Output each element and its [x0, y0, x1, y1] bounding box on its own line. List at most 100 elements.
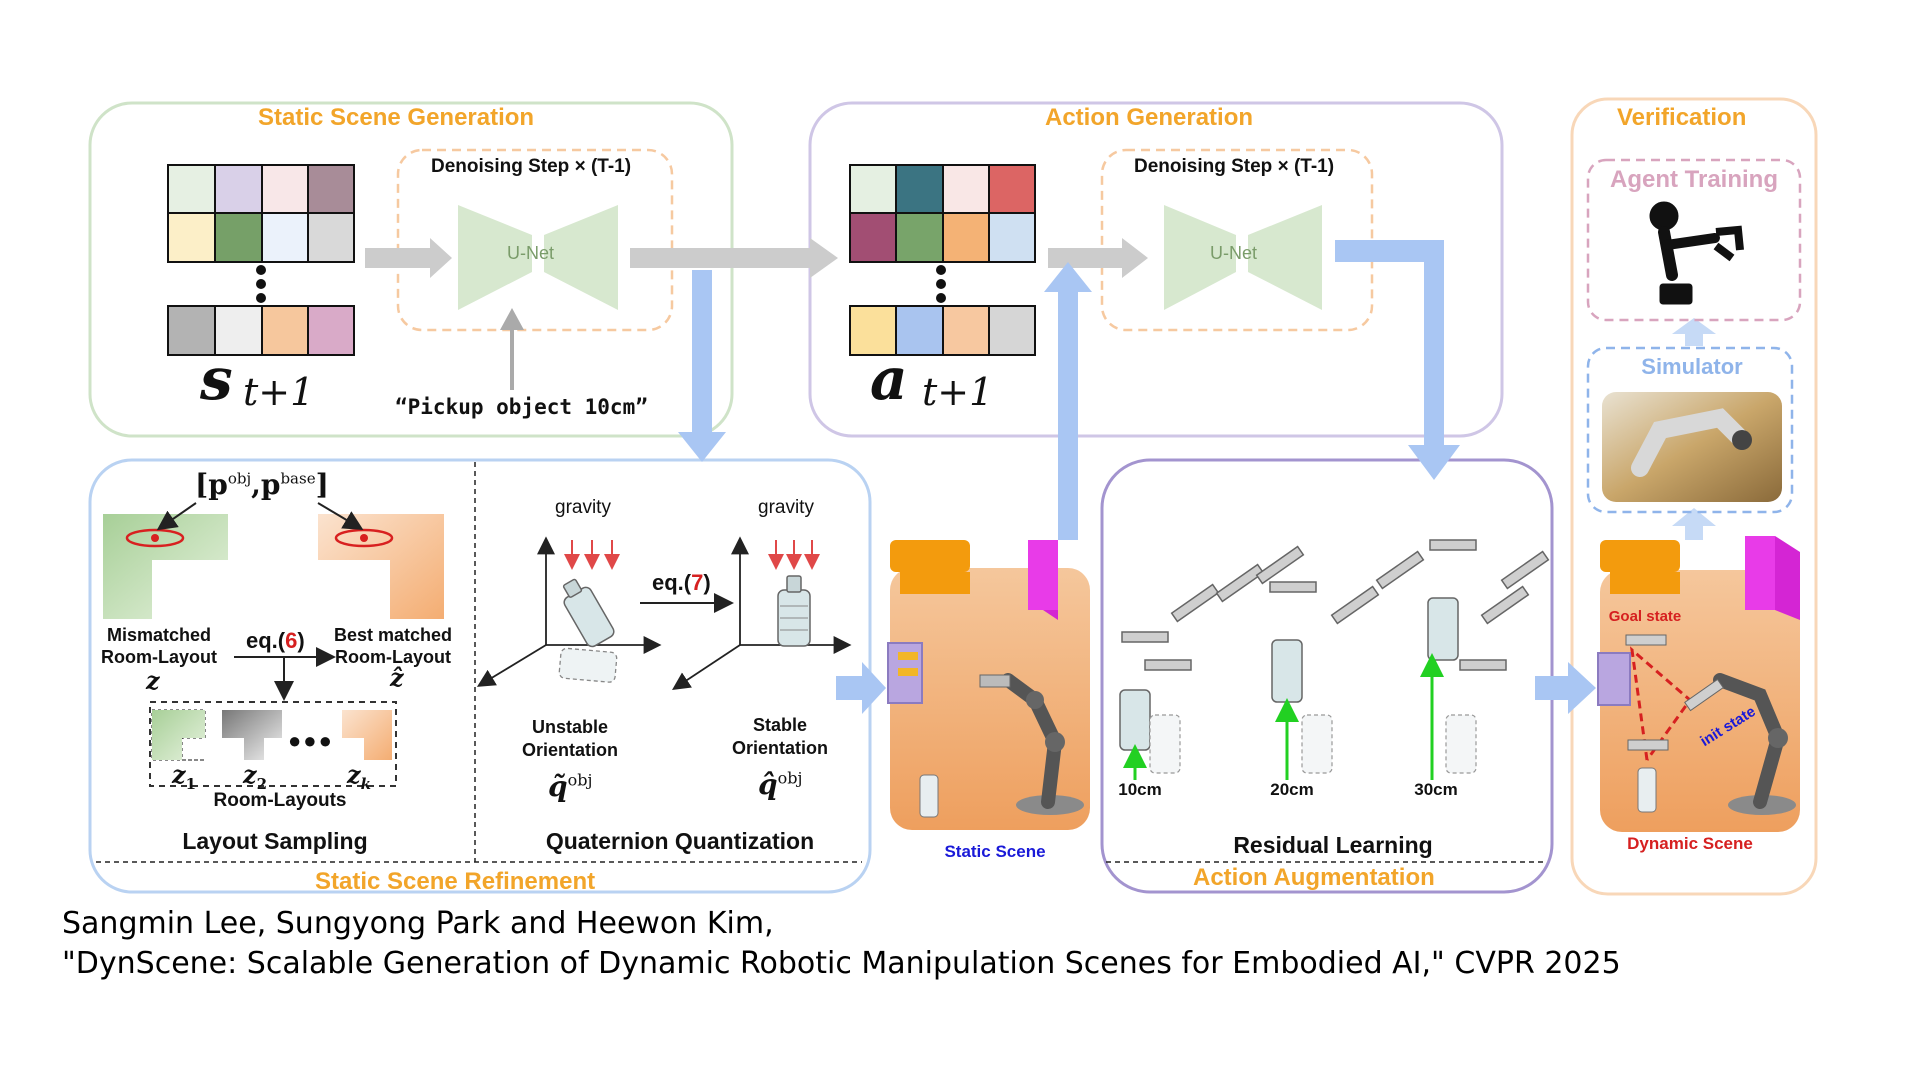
offset-20-label: 20cm: [1270, 780, 1314, 799]
zk-base: z: [347, 760, 361, 789]
action-symbol: a: [870, 345, 908, 413]
axes-unstable: [476, 536, 662, 687]
blue-arrow-down-refine: [678, 270, 726, 462]
eq7-prefix: eq.(: [652, 570, 692, 595]
gravity-arrows-2: [768, 540, 820, 570]
eq6-label: eq.(6): [246, 628, 305, 653]
p-vector-label: [pobj,pbase]: [195, 468, 329, 501]
blue-arrow-sim-up: [1672, 508, 1716, 540]
action-token-grid: [849, 164, 1036, 356]
q-tilde-sup: obj: [567, 770, 593, 790]
eq7-number: 7: [691, 570, 704, 595]
blue-arrow-up-action: [1044, 262, 1092, 540]
best-label: Best matched Room-Layout: [333, 625, 453, 667]
axes-stable: [671, 536, 852, 690]
state-symbol: s: [200, 345, 233, 413]
agent-training-label: Agent Training: [1610, 166, 1778, 193]
mismatch-label: Mismatched Room-Layout: [101, 625, 217, 667]
p-base-sup: base: [280, 469, 316, 488]
zk-sub: k: [360, 774, 372, 793]
z2-sub: 2: [256, 774, 268, 793]
room-layout-mismatch-fill: [103, 514, 228, 619]
agent-training-box: [1586, 158, 1802, 322]
action-unet-label: U-Net: [1210, 243, 1258, 263]
simulator-label: Simulator: [1641, 354, 1743, 379]
z1-symbol: z1: [172, 760, 196, 793]
simulator-photo: [1602, 392, 1782, 502]
action-gen-box: [808, 101, 1504, 438]
z2-base: z: [243, 760, 257, 789]
bottle-upright: [777, 575, 811, 647]
gravity-label-2: gravity: [758, 497, 814, 518]
simulator-box: [1586, 346, 1794, 514]
caption-authors: Sangmin Lee, Sungyong Park and Heewon Ki…: [62, 906, 774, 941]
offset-30-label: 30cm: [1414, 780, 1458, 799]
gray-arrow-1: [365, 238, 452, 278]
static-scene-image: [887, 540, 1090, 830]
p-obj-sup: obj: [227, 469, 252, 488]
state-subscript: t+1: [243, 370, 315, 414]
static-unet-label: U-Net: [507, 243, 555, 263]
bottle-fallen: [558, 647, 618, 683]
eq7-label: eq.(7): [652, 570, 711, 595]
residual-bottles: [1119, 597, 1477, 774]
gravity-label-1: gravity: [555, 497, 611, 518]
residual-title: Residual Learning: [1233, 832, 1433, 858]
z1-sub: 1: [185, 774, 197, 793]
dynamic-scene-image: [1597, 536, 1800, 832]
verification-box: [1570, 97, 1818, 896]
goal-state-label: Goal state: [1608, 608, 1682, 625]
blue-arrow-bend-aug: [1335, 240, 1460, 480]
static-scene-label: Static Scene: [944, 842, 1046, 861]
target-marker-best: [334, 528, 394, 548]
room-layout-best: [318, 514, 444, 619]
eq6-number: 6: [285, 628, 298, 653]
offset-10-label: 10cm: [1118, 780, 1162, 799]
z2-symbol: z2: [243, 760, 267, 793]
gray-arrow-2: [630, 238, 838, 278]
q-hat-sup: obj: [777, 768, 803, 788]
action-denoise-label: Denoising Step × (T-1): [1134, 156, 1335, 177]
static-denoise-label: Denoising Step × (T-1): [431, 156, 632, 177]
static-denoise-box: [396, 148, 674, 332]
z1-base: z: [172, 760, 186, 789]
blue-arrow-agent-up: [1672, 318, 1716, 346]
static-refine-title: Static Scene Refinement: [315, 868, 596, 895]
sampled-layouts-box: [149, 701, 397, 787]
gray-arrow-3: [1048, 238, 1148, 278]
target-marker-mismatch: [125, 528, 185, 548]
action-unet-shape: [1164, 205, 1322, 310]
quaternion-title: Quaternion Quantization: [545, 828, 815, 854]
static-gen-box: [88, 101, 734, 438]
bottle-tilted: [562, 578, 615, 648]
static-unet-shape: [458, 205, 618, 310]
augmentation-box: [1100, 458, 1554, 894]
gray-prompt-arrow: [500, 308, 524, 390]
zhat-symbol: ẑ: [390, 663, 404, 692]
state-token-grid: [167, 164, 355, 356]
action-subscript: t+1: [922, 370, 994, 414]
layout-sampling-title: Layout Sampling: [182, 828, 368, 854]
caption-title: "DynScene: Scalable Generation of Dynami…: [62, 946, 1621, 981]
q-tilde-base: q̃: [548, 770, 568, 803]
static-gen-title: Static Scene Generation: [258, 104, 535, 131]
layout-ellipsis: ●●●: [288, 728, 334, 753]
unstable-label: Unstable Orientation: [521, 717, 618, 760]
action-gen-title: Action Generation: [1045, 104, 1254, 131]
prompt-text: “Pickup object 10cm”: [395, 395, 648, 419]
p-bracket: [p: [195, 468, 228, 501]
q-hat-symbol: q̂obj: [758, 768, 802, 801]
dynamic-scene-label: Dynamic Scene: [1627, 834, 1753, 853]
room-layouts-label: Room-Layouts: [213, 790, 347, 811]
q-hat-base: q̂: [758, 768, 778, 801]
blue-arrow-to-static: [836, 662, 886, 714]
zk-symbol: zk: [347, 760, 371, 793]
q-tilde-symbol: q̃obj: [548, 770, 592, 803]
action-aug-title: Action Augmentation: [1193, 864, 1435, 891]
stable-label: Stable Orientation: [731, 715, 828, 758]
agent-robot-icon: [1649, 201, 1744, 305]
blue-arrow-to-dynamic: [1535, 662, 1596, 714]
residual-grippers: [1121, 539, 1550, 671]
gravity-arrows-1: [564, 540, 620, 570]
